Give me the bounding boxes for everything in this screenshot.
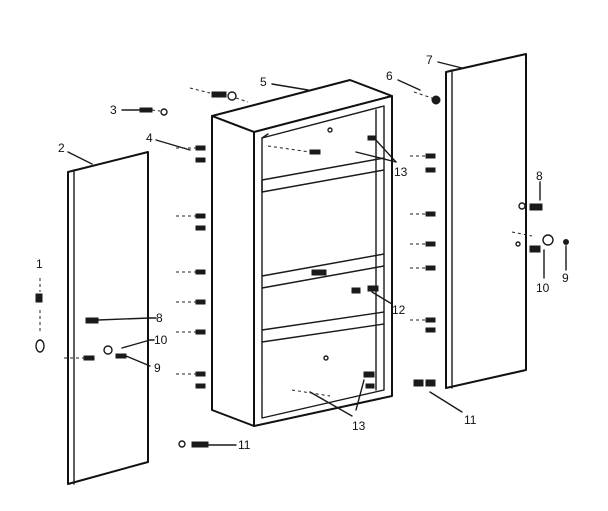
leader-lines [67,61,567,446]
callout-6: 6 [386,69,393,83]
knob-part-6 [413,91,441,105]
cabinet-body [211,79,393,427]
callout-1: 1 [36,257,43,271]
callout-4: 4 [146,131,153,145]
callout-7: 7 [426,53,433,67]
callout-2: 2 [58,141,65,155]
shelf-1 [261,157,385,193]
shelf-2 [261,253,385,289]
callout-10-left: 10 [154,333,168,347]
callout-12: 12 [392,303,406,317]
callout-3: 3 [110,103,117,117]
screw-part-3 [139,107,168,116]
callout-8-right: 8 [536,169,543,183]
callout-5: 5 [260,75,267,89]
top-hinge-bracket [189,87,249,103]
callout-13-bottom: 13 [352,419,366,433]
left-door-hardware [64,317,151,367]
callout-8-left: 8 [156,311,163,325]
left-door-panel [67,151,149,485]
shelf-3 [261,311,385,343]
bottom-screw-part-11 [178,440,209,448]
hinge-part-1 [35,278,45,353]
callout-labels: 1 2 3 4 5 6 7 8 8 9 9 10 10 11 11 12 13 … [36,53,569,452]
callout-10-right: 10 [536,281,550,295]
hardware-left-body-column [176,145,206,389]
hardware-right-column [410,153,436,387]
callout-11-bottom: 11 [238,438,251,452]
callout-9-right: 9 [562,271,569,285]
right-door-panel [445,53,527,389]
callout-11-right: 11 [464,413,477,427]
callout-13-top: 13 [394,165,408,179]
right-door-hardware [511,202,569,263]
callout-9-left: 9 [154,361,161,375]
